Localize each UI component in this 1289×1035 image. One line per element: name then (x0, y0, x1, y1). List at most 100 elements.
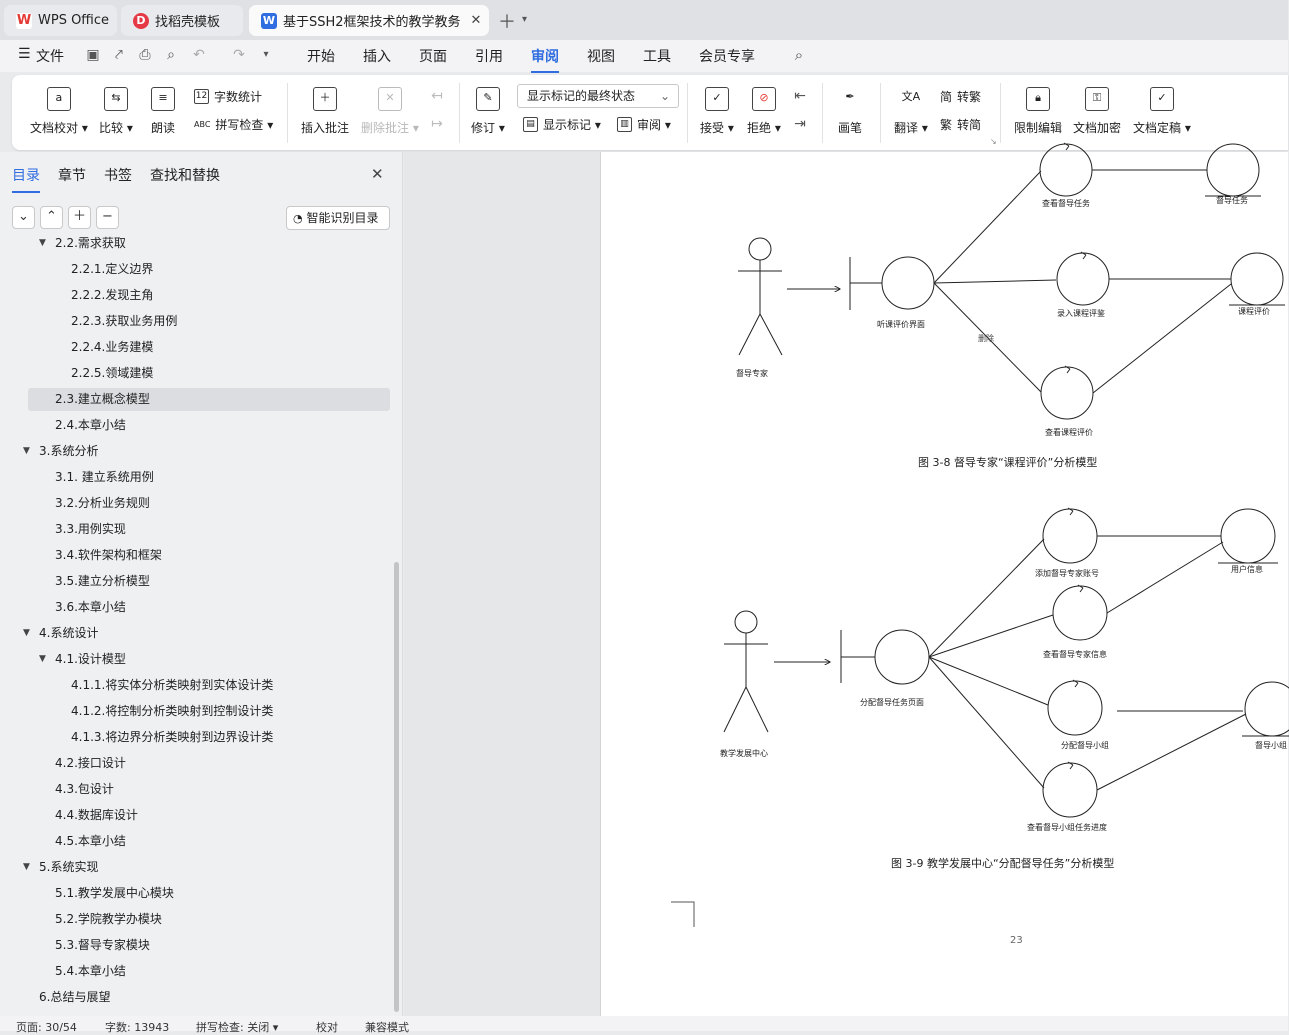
redo-icon[interactable]: ↷ (233, 47, 245, 63)
close-icon[interactable]: ✕ (470, 13, 482, 28)
to-simplified-button[interactable]: 繁 转简 (940, 116, 981, 133)
translate-button[interactable]: 文A 翻译 ▾ (894, 87, 928, 136)
toc-item[interactable]: 2.2.2.发现主角 (28, 284, 390, 307)
finalize-button[interactable]: ✓ 文档定稿 ▾ (1133, 87, 1191, 136)
toc-item[interactable]: 2.4.本章小结 (28, 414, 390, 437)
share-icon[interactable]: ⤤ (115, 47, 123, 63)
spell-check-status[interactable]: 拼写检查: 关闭 ▾ (196, 1021, 279, 1034)
show-markup-button[interactable]: ▤ 显示标记 ▾ (523, 116, 601, 133)
add-heading-icon[interactable]: ＋ (68, 206, 91, 229)
previous-change-icon[interactable]: ⇤ (794, 88, 806, 104)
remove-heading-icon[interactable]: − (96, 206, 119, 229)
insert-comment-button[interactable]: ＋ 插入批注 (301, 87, 349, 136)
toc-item[interactable]: 3.6.本章小结 (28, 596, 390, 619)
hamburger-icon[interactable]: ☰ (18, 46, 31, 62)
expand-triangle-icon[interactable]: ▼ (23, 862, 30, 872)
toc-item[interactable]: 5.4.本章小结 (28, 960, 390, 983)
restrict-edit-button[interactable]: 🔒︎ 限制编辑 (1014, 87, 1062, 136)
expand-triangle-icon[interactable]: ▼ (39, 654, 46, 664)
toc-item[interactable]: 3.2.分析业务规则 (28, 492, 390, 515)
more-chevron-icon[interactable]: ▾ (263, 49, 269, 60)
menu-tools[interactable]: 工具 (643, 49, 671, 65)
next-comment-icon[interactable]: ↦ (431, 116, 443, 132)
proofread-button[interactable]: a 文档校对 ▾ (30, 87, 88, 136)
toc-scrollbar[interactable] (394, 562, 399, 1012)
accept-button[interactable]: ✓ 接受 ▾ (700, 87, 734, 136)
toc-item[interactable]: 4.4.数据库设计 (28, 804, 390, 827)
expand-triangle-icon[interactable]: ▼ (23, 628, 30, 638)
print-preview-icon[interactable]: ⌕ (167, 47, 175, 63)
toc-item[interactable]: 4.1.1.将实体分析类映射到实体设计类 (28, 674, 390, 697)
toc-item[interactable]: 5.2.学院教学办模块 (28, 908, 390, 931)
toc-item[interactable]: 2.2.4.业务建模 (28, 336, 390, 359)
close-pane-icon[interactable]: ✕ (371, 165, 384, 183)
previous-comment-icon[interactable]: ↤ (431, 88, 443, 104)
tab-bookmarks[interactable]: 书签 (104, 168, 132, 184)
print-icon[interactable]: ⎙ (139, 47, 151, 63)
toc-item[interactable]: 2.2.1.定义边界 (28, 258, 390, 281)
undo-icon[interactable]: ↶ (193, 47, 205, 63)
monitor-icon[interactable]: ▭ (449, 15, 459, 26)
toc-item[interactable]: 6.总结与展望 (28, 986, 390, 1009)
to-traditional-button[interactable]: 简 转繁 (940, 88, 981, 105)
menu-review[interactable]: 审阅 (531, 46, 559, 73)
toc-item[interactable]: 4.2.接口设计 (28, 752, 390, 775)
menu-view[interactable]: 视图 (587, 49, 615, 65)
delete-comment-button[interactable]: ✕ 删除批注 ▾ (361, 87, 419, 136)
expand-chevron-icon[interactable]: ⌃ (40, 206, 63, 229)
toc-item[interactable]: 4.1.2.将控制分析类映射到控制设计类 (28, 700, 390, 723)
chevron-down-icon[interactable]: ▾ (522, 14, 528, 25)
toc-item[interactable]: 3.1. 建立系统用例 (28, 466, 390, 489)
menu-insert[interactable]: 插入 (363, 49, 391, 65)
toc-item[interactable]: ▼3.系统分析 (23, 440, 390, 463)
toc-item[interactable]: 5.1.教学发展中心模块 (28, 882, 390, 905)
tab-toc[interactable]: 目录 (12, 165, 40, 193)
tab-docer-templates[interactable]: D 找稻壳模板 (121, 5, 243, 36)
tab-find-replace[interactable]: 查找和替换 (150, 168, 220, 184)
pen-button[interactable]: ✒ 画笔 (838, 87, 862, 136)
menu-home[interactable]: 开始 (307, 49, 335, 65)
word-count-status[interactable]: 字数: 13943 (105, 1021, 170, 1034)
read-aloud-button[interactable]: ≡ 朗读 (151, 87, 175, 136)
review-pane-button[interactable]: ▥ 审阅 ▾ (617, 116, 671, 133)
toc-item[interactable]: 4.5.本章小结 (28, 830, 390, 853)
proofread-status[interactable]: 校对 (316, 1021, 338, 1034)
toc-item[interactable]: ▼2.2.需求获取 (28, 232, 390, 255)
expand-launcher-icon[interactable]: ↘ (990, 137, 997, 146)
word-count-button[interactable]: 12 字数统计 (194, 88, 262, 105)
toc-item[interactable]: ▼4.1.设计模型 (28, 648, 390, 671)
toc-item[interactable]: 2.2.5.领域建模 (28, 362, 390, 385)
menu-file[interactable]: 文件 (36, 49, 64, 65)
tab-wps-office[interactable]: W WPS Office (4, 5, 117, 36)
expand-triangle-icon[interactable]: ▼ (39, 238, 46, 248)
tab-document[interactable]: W 基于SSH2框架技术的教学教务 ▭ ✕ (249, 5, 489, 36)
toc-item[interactable]: 4.1.3.将边界分析类映射到边界设计类 (28, 726, 390, 749)
expand-triangle-icon[interactable]: ▼ (23, 446, 30, 456)
menu-membership[interactable]: 会员专享 (699, 49, 755, 65)
toc-item[interactable]: ▼5.系统实现 (23, 856, 390, 879)
toc-item[interactable]: 3.3.用例实现 (28, 518, 390, 541)
track-changes-button[interactable]: ✎ 修订 ▾ (471, 87, 505, 136)
toc-item[interactable]: 2.2.3.获取业务用例 (28, 310, 390, 333)
new-tab-icon[interactable]: ＋ (498, 12, 516, 33)
toc-item[interactable]: 2.3.建立概念模型 (28, 388, 390, 411)
page-indicator[interactable]: 页面: 30/54 (16, 1021, 77, 1034)
menu-references[interactable]: 引用 (475, 49, 503, 65)
menu-page[interactable]: 页面 (419, 49, 447, 65)
toc-item[interactable]: 4.3.包设计 (28, 778, 390, 801)
toc-item[interactable]: 3.4.软件架构和框架 (28, 544, 390, 567)
collapse-chevron-icon[interactable]: ⌄ (12, 206, 35, 229)
compare-button[interactable]: ⇆ 比较 ▾ (99, 87, 133, 136)
markup-state-select[interactable]: 显示标记的最终状态 ⌄ (517, 84, 679, 108)
toc-item[interactable]: ▼4.系统设计 (23, 622, 390, 645)
tab-sections[interactable]: 章节 (58, 168, 86, 184)
encrypt-button[interactable]: ⚿ 文档加密 (1073, 87, 1121, 136)
toc-item[interactable]: 5.3.督导专家模块 (28, 934, 390, 957)
search-icon[interactable]: ⌕ (794, 46, 804, 64)
reject-button[interactable]: ⊘ 拒绝 ▾ (747, 87, 781, 136)
save-icon[interactable]: ▣ (86, 47, 100, 63)
next-change-icon[interactable]: ⇥ (794, 116, 806, 132)
smart-toc-button[interactable]: ◔ 智能识别目录 (286, 206, 390, 230)
spell-check-button[interactable]: ABC 拼写检查 ▾ (194, 117, 274, 133)
toc-item[interactable]: 3.5.建立分析模型 (28, 570, 390, 593)
